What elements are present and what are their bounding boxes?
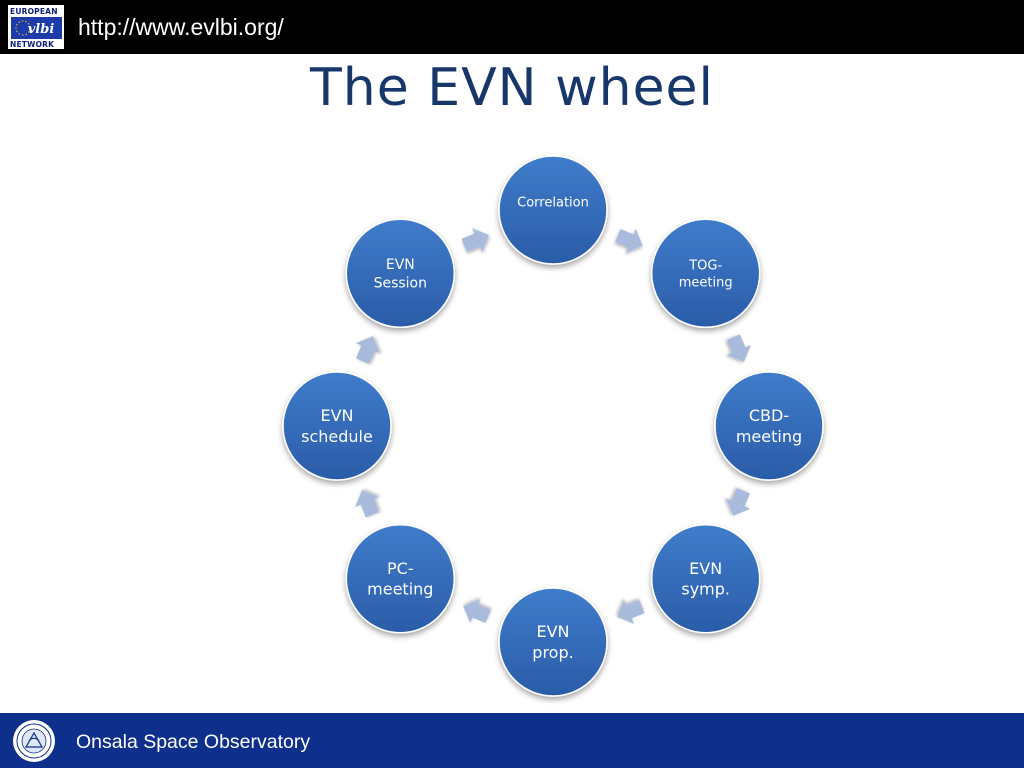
node-label: Correlation xyxy=(517,196,589,211)
node-circle xyxy=(282,371,392,481)
cycle-arrow xyxy=(726,334,751,363)
header-bar: EUROPEAN vlbi NETWORK http://www.evlbi.o… xyxy=(0,0,1024,54)
node-circle xyxy=(345,523,456,634)
node-label: meeting xyxy=(679,275,733,290)
cycle-arrow xyxy=(616,599,645,624)
node-label: CBD- xyxy=(749,406,789,425)
wheel-node: Correlation xyxy=(498,155,608,265)
node-label: symp. xyxy=(681,580,730,599)
cycle-nodes: CorrelationTOG-meetingCBD-meetingEVNsymp… xyxy=(282,155,824,697)
node-label: TOG- xyxy=(688,258,722,273)
logo-mark-text: vlbi xyxy=(28,22,55,37)
node-label: EVN xyxy=(689,559,722,578)
logo-text-bottom: NETWORK xyxy=(10,40,55,49)
cycle-arrow xyxy=(461,228,490,253)
node-label: Session xyxy=(374,275,427,291)
node-label: EVN xyxy=(536,622,569,641)
website-url[interactable]: http://www.evlbi.org/ xyxy=(78,14,284,40)
node-circle xyxy=(650,523,761,634)
footer-bar: Onsala Space Observatory xyxy=(0,713,1024,768)
wheel-node: TOG-meeting xyxy=(650,218,761,329)
wheel-node: EVN prop. xyxy=(498,587,608,697)
onsala-seal-icon xyxy=(13,720,55,762)
node-label: meeting xyxy=(736,427,802,446)
node-label: EVN xyxy=(386,257,415,273)
wheel-node: EVN schedule xyxy=(282,371,392,481)
cycle-arrows xyxy=(355,228,751,624)
evn-logo: EUROPEAN vlbi NETWORK xyxy=(8,5,64,49)
node-label: EVN xyxy=(320,406,353,425)
logo-text-top: EUROPEAN xyxy=(10,7,58,16)
wheel-node: EVN Session xyxy=(345,218,456,329)
cycle-arrow xyxy=(615,228,643,253)
node-circle xyxy=(498,155,608,265)
cycle-arrow xyxy=(355,336,380,364)
slide-title: The EVN wheel xyxy=(309,58,714,118)
node-circle xyxy=(650,218,761,329)
cycle-arrow xyxy=(355,489,380,518)
node-circle xyxy=(345,218,456,329)
wheel-node: EVN symp. xyxy=(650,523,761,634)
cycle-arrow xyxy=(463,599,491,624)
node-label: PC- xyxy=(387,559,414,578)
logo-emblem: vlbi xyxy=(11,17,62,39)
node-circle xyxy=(498,587,608,697)
node-label: schedule xyxy=(301,427,373,446)
node-circle xyxy=(714,371,824,481)
node-label: meeting xyxy=(367,580,433,599)
wheel-node: CBD-meeting xyxy=(714,371,824,481)
footer-organization: Onsala Space Observatory xyxy=(76,731,311,753)
node-label: prop. xyxy=(532,643,573,662)
cycle-arrow xyxy=(726,488,751,516)
wheel-node: PC-meeting xyxy=(345,523,456,634)
